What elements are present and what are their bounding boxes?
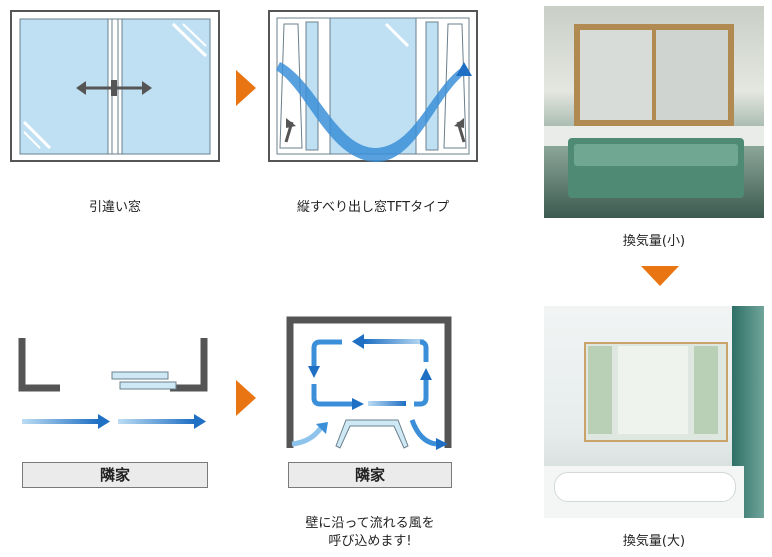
bathroom-photo-large	[544, 306, 764, 518]
sliding-window-illustration	[10, 10, 220, 162]
ventilation-small-caption: 換気量(小)	[622, 234, 686, 249]
orange-down-arrow-icon	[641, 266, 679, 286]
tft-airflow-diagram	[286, 316, 452, 450]
slide-double-arrow-icon	[76, 80, 152, 96]
sliding-window-caption: 引違い窓	[88, 200, 141, 215]
tft-window-illustration	[268, 10, 478, 162]
airflow-caption-line1: 壁に沿って流れる風を	[305, 516, 435, 531]
orange-right-arrow-icon	[236, 70, 256, 106]
neighbor-house-label-left: 隣家	[22, 462, 208, 488]
ventilation-large-caption: 換気量(大)	[622, 534, 686, 549]
airflow-caption-line2: 呼び込めます!	[328, 534, 412, 549]
sliding-airflow-diagram	[18, 338, 208, 429]
orange-right-arrow-icon-lower	[236, 380, 256, 416]
airflow-swoosh	[276, 62, 468, 162]
bathroom-photo-small	[544, 6, 764, 218]
tft-window-caption: 縦すべり出し窓TFTタイプ	[296, 200, 450, 215]
neighbor-house-label-right: 隣家	[288, 462, 452, 488]
